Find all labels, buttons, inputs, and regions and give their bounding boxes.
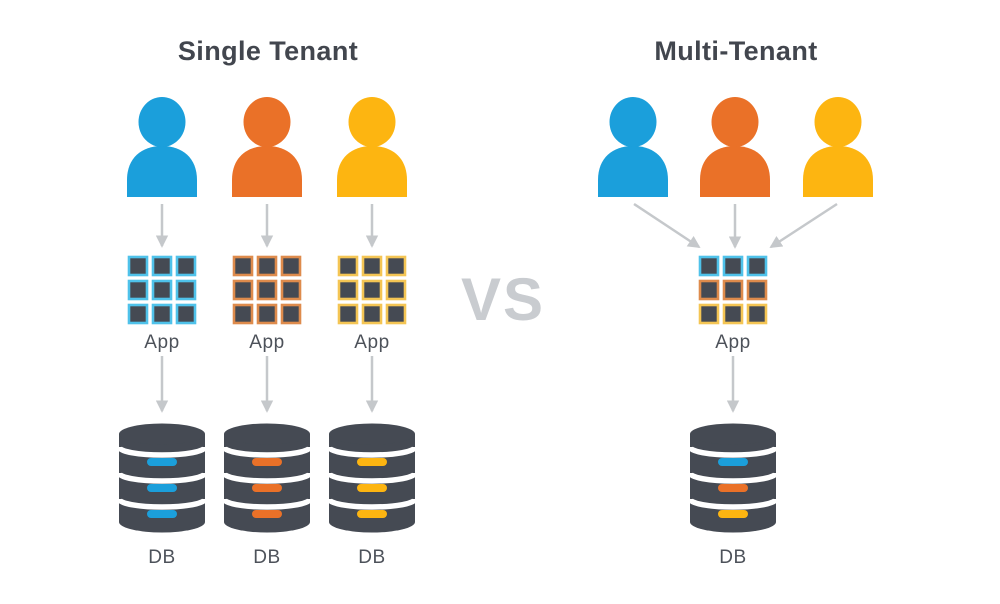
user-icon: [803, 97, 873, 197]
database-icon: [118, 423, 206, 533]
app-grid-icon: [127, 255, 197, 325]
arrow-mt-user3-to-app: [769, 202, 838, 249]
database-icon: [689, 423, 777, 533]
app-label: App: [249, 332, 285, 353]
database-icon: [223, 423, 311, 533]
app-grid-icon: [698, 255, 768, 325]
single-tenant-title: Single Tenant: [177, 36, 359, 66]
user-icon: [337, 97, 407, 197]
db-label: DB: [358, 547, 386, 568]
app-label: App: [715, 332, 751, 353]
user-icon: [598, 97, 668, 197]
db-label: DB: [148, 547, 176, 568]
app-grid-icon: [232, 255, 302, 325]
db-label: DB: [253, 547, 281, 568]
db-label: DB: [719, 547, 747, 568]
app-label: App: [144, 332, 180, 353]
user-icon: [232, 97, 302, 197]
user-icon: [700, 97, 770, 197]
arrow-mt-user1-to-app: [633, 202, 701, 249]
app-grid-icon: [337, 255, 407, 325]
app-label: App: [354, 332, 390, 353]
database-icon: [328, 423, 416, 533]
user-icon: [127, 97, 197, 197]
multi-tenant-title: Multi-Tenant: [654, 36, 818, 66]
vs-label: VS: [460, 266, 546, 333]
